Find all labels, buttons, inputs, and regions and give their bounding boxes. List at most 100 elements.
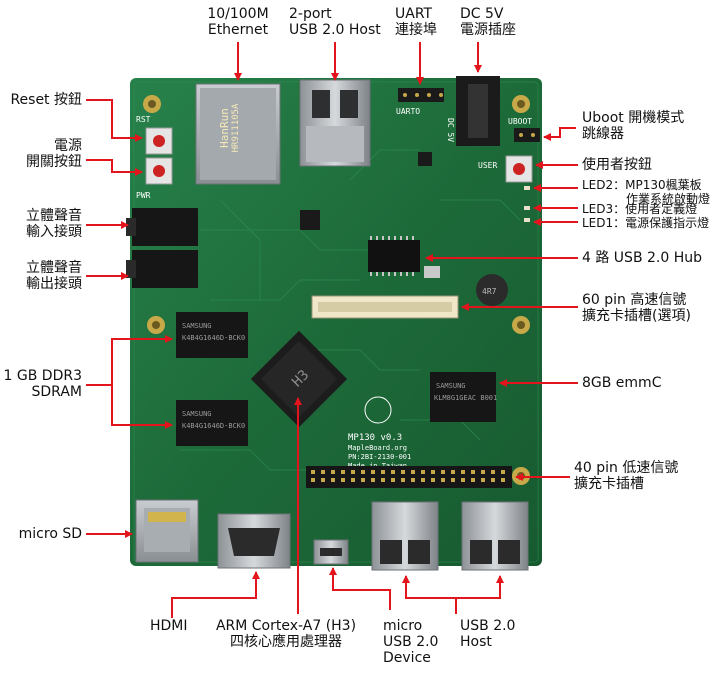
label-usb-hub: 4 路 USB 2.0 Hub [582, 250, 702, 266]
header-pin [421, 470, 425, 474]
header-pin [481, 470, 485, 474]
label-audio-in-line1: 立體聲音 [26, 208, 82, 224]
label-ddr3: 1 GB DDR3 SDRAM [4, 368, 82, 400]
label-uboot-line2: 跳線器 [582, 126, 624, 142]
header-pin [341, 470, 345, 474]
label-ddr3-line1: 1 GB DDR3 [3, 368, 82, 384]
label-uart: UART 連接埠 [395, 6, 437, 38]
label-usb-host-line1: USB 2.0 [460, 618, 516, 634]
header-pin [361, 470, 365, 474]
header-pin [411, 470, 415, 474]
header-pin [441, 478, 445, 482]
callout-ddr3 [86, 335, 173, 386]
ram-chip-bottom: SAMSUNG K4B4G1646D-BCK0 [176, 400, 248, 446]
label-user-button-line1: 使用者按鈕 [582, 157, 652, 173]
label-reset: Reset 按鈕 [10, 92, 82, 108]
header-pin [371, 478, 375, 482]
label-cpu-line2: 四核心應用處理器 [230, 634, 342, 650]
label-audio-out: 立體聲音 輸出接頭 [26, 260, 82, 292]
header-pin [381, 478, 385, 482]
label-ethernet: 10/100M Ethernet [196, 6, 280, 38]
label-usb-hub-line1: 4 路 USB 2.0 Hub [582, 250, 702, 266]
label-uart-line1: UART [395, 6, 433, 22]
callout-micro-usb [329, 567, 391, 610]
label-audio-in: 立體聲音 輸入接頭 [26, 208, 82, 240]
header-pin [431, 470, 435, 474]
label-uart-line2: 連接埠 [395, 22, 437, 38]
header-pin [491, 470, 495, 474]
label-micro-usb: micro USB 2.0 Device [383, 618, 438, 666]
header-pin [441, 470, 445, 474]
svg-text:PN:2BI-2130-001: PN:2BI-2130-001 [348, 453, 411, 461]
cpu-chip: H3 [250, 330, 348, 428]
micro-usb-connector [313, 539, 349, 565]
label-pin60-line2: 擴充卡插槽(選項) [582, 308, 691, 324]
callout-reset [86, 99, 143, 142]
label-hdmi: HDMI [150, 618, 188, 634]
label-pin60-line1: 60 pin 高速信號 [582, 292, 687, 308]
svg-text:KLM8G1GEAC B001: KLM8G1GEAC B001 [434, 394, 497, 402]
header-pin [491, 478, 495, 482]
label-cpu: ARM Cortex-A7 (H3) 四核心應用處理器 [206, 618, 366, 650]
header-pin [351, 470, 355, 474]
header-pin [391, 470, 395, 474]
microsd-slot [135, 499, 199, 563]
label-power-line1: 電源 [54, 138, 82, 154]
label-led1: LED1：電源保護指示燈 [582, 216, 709, 230]
header-pin [411, 478, 415, 482]
label-pin40-line1: 40 pin 低速信號 [574, 460, 679, 476]
header-pin [311, 478, 315, 482]
uart-header: UARTO [396, 88, 444, 116]
label-emmc: 8GB emmC [582, 375, 661, 391]
svg-text:SAMSUNG: SAMSUNG [182, 322, 212, 330]
svg-text:DC 5V: DC 5V [446, 118, 455, 142]
user-button-part: USER [478, 155, 533, 183]
svg-text:MP130 v0.3: MP130 v0.3 [348, 433, 402, 443]
label-pin40: 40 pin 低速信號 擴充卡插槽 [574, 460, 678, 492]
header-pin [381, 470, 385, 474]
label-usb-host: USB 2.0 Host [460, 618, 515, 650]
header-pin [471, 478, 475, 482]
label-led2-line1: LED2：MP130楓葉板 [582, 178, 702, 192]
label-dc5v-line2: 電源插座 [460, 22, 516, 38]
label-pin60: 60 pin 高速信號 擴充卡插槽(選項) [582, 292, 691, 324]
header-pin [331, 470, 335, 474]
label-uboot-line1: Uboot 開機模式 [582, 110, 685, 126]
label-uboot: Uboot 開機模式 跳線器 [582, 110, 684, 142]
pin60-connector [311, 295, 459, 319]
emmc-chip: SAMSUNG KLM8G1GEAC B001 [430, 372, 497, 422]
usb-host-port-left [371, 501, 439, 571]
header-pin [501, 478, 505, 482]
header-pin [471, 470, 475, 474]
header-pin [501, 470, 505, 474]
usb-host-2port-connector [299, 79, 371, 167]
svg-text:PWR: PWR [136, 191, 151, 200]
label-power-line2: 開關按鈕 [26, 154, 82, 170]
label-led2-line2: 作業系統啟動燈 [626, 192, 711, 206]
header-pin [421, 478, 425, 482]
power-button-part: PWR [136, 157, 173, 200]
header-pin [461, 470, 465, 474]
svg-text:SAMSUNG: SAMSUNG [436, 382, 466, 390]
leds [524, 186, 530, 222]
header-pin [321, 478, 325, 482]
svg-text:MapleBoard.org: MapleBoard.org [348, 444, 407, 452]
callout-power [86, 159, 143, 176]
usb-host-port-right [461, 501, 529, 571]
pin40-header [306, 466, 512, 488]
header-pin [451, 478, 455, 482]
label-dc5v-line1: DC 5V [460, 6, 504, 22]
dc-jack: DC 5V [446, 76, 500, 146]
label-emmc-line1: 8GB emmC [582, 375, 662, 391]
label-micro-usb-line3: Device [383, 650, 431, 666]
label-micro-usb-line2: USB 2.0 [383, 634, 439, 650]
label-led1-line1: LED1：電源保護指示燈 [582, 216, 710, 230]
header-pin [401, 470, 405, 474]
label-led3: LED3：使用者定義燈 [582, 202, 697, 216]
label-usb-host-2port: 2-port USB 2.0 Host [289, 6, 381, 38]
svg-text:USER: USER [478, 161, 497, 170]
label-microsd-line1: micro SD [18, 526, 82, 542]
label-power: 電源 開關按鈕 [26, 138, 82, 170]
